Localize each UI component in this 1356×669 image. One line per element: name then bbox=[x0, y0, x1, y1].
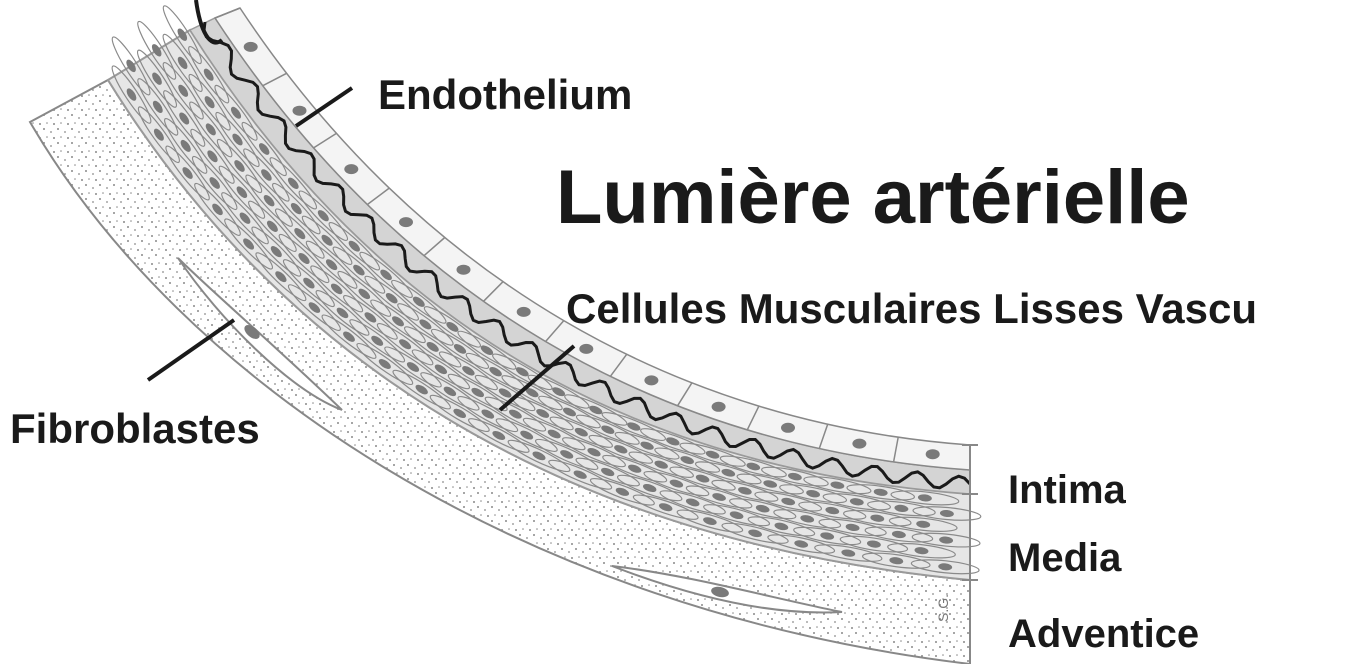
lumen-title: Lumière artérielle bbox=[556, 160, 1190, 236]
artist-signature: S.G. bbox=[936, 594, 950, 622]
fibroblasts-label: Fibroblastes bbox=[10, 408, 260, 450]
endothelial-nucleus bbox=[781, 423, 795, 433]
endothelial-nucleus bbox=[517, 307, 531, 317]
endothelial-nucleus bbox=[244, 42, 258, 52]
endothelium-label: Endothelium bbox=[378, 74, 632, 116]
endothelial-nucleus bbox=[644, 375, 658, 385]
intima-label: Intima bbox=[1008, 470, 1126, 510]
smooth-muscle-label: Cellules Musculaires Lisses Vascu bbox=[566, 288, 1257, 330]
endothelial-nucleus bbox=[293, 106, 307, 116]
endothelial-nucleus bbox=[457, 265, 471, 275]
media-label: Media bbox=[1008, 538, 1121, 578]
adventitia-label: Adventice bbox=[1008, 614, 1199, 654]
endothelial-nucleus bbox=[344, 164, 358, 174]
endothelial-nucleus bbox=[579, 344, 593, 354]
endothelial-nucleus bbox=[712, 402, 726, 412]
endothelial-nucleus bbox=[399, 217, 413, 227]
endothelial-nucleus bbox=[852, 439, 866, 449]
endothelial-nucleus bbox=[926, 449, 940, 459]
